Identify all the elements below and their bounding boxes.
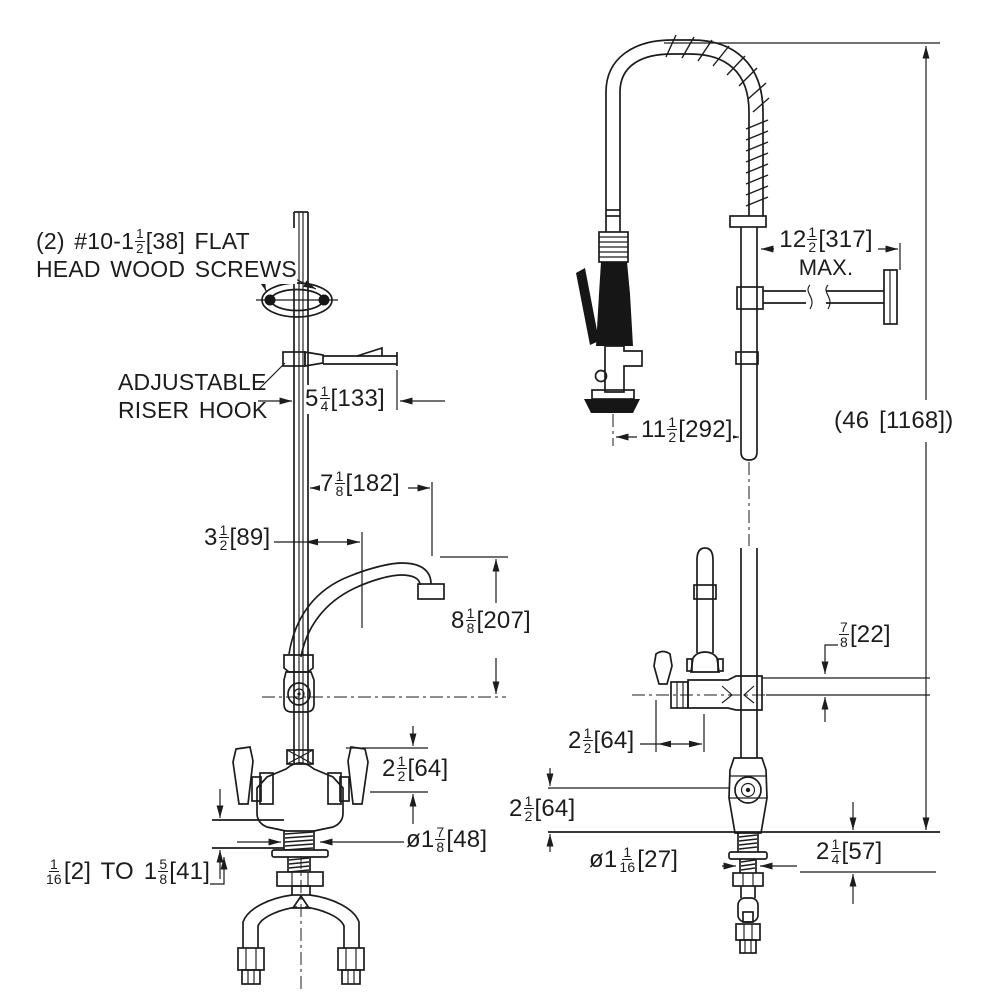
dim-spout-height-8-1-8 (440, 556, 508, 694)
addon-tee-body (687, 675, 763, 711)
left-lever-handle (232, 746, 254, 805)
right-lever-handle (347, 746, 369, 805)
shank-and-supply-left-view (237, 830, 365, 992)
dim-valve-height-2-1-2 (546, 768, 729, 852)
lever-pivot (594, 369, 608, 383)
addon-lever-handle (653, 650, 673, 685)
add-on-faucet (632, 547, 766, 711)
swivel-elbow-right-view (728, 757, 768, 834)
riser-clip (735, 351, 759, 365)
flexible-hose-arch (605, 39, 764, 232)
spray-squeeze-lever (576, 268, 599, 345)
dim-overall-height-46 (664, 42, 940, 830)
spray-grip (596, 262, 633, 346)
swing-spout (288, 562, 445, 658)
dim-handle-height-2-1-2 (346, 726, 428, 824)
hose-spring-coil (665, 34, 770, 228)
dim-nipple-gap-7-8 (762, 644, 930, 722)
dim-addon-offset-2-1-2 (640, 700, 705, 752)
faucet-body-left-view (232, 746, 369, 832)
shank-right-view (728, 833, 768, 954)
riser-upper-right-view (735, 227, 764, 758)
left-view-riser-pipe (293, 211, 309, 763)
wall-bracket (256, 282, 338, 318)
dim-overall-height-label: (46 [1168]) (834, 407, 954, 436)
spray-face (584, 399, 640, 413)
spout-base-valve (262, 654, 506, 713)
wall-bracket-arm (763, 269, 898, 325)
spring-collar (729, 215, 767, 228)
riser-bracket-clamp (736, 286, 764, 310)
spray-valve (576, 231, 643, 446)
counter-deck-left-view (210, 789, 284, 885)
swivel-inlet (737, 897, 759, 923)
adjustable-riser-hook (258, 346, 398, 390)
dim-spout-offset-3-1-2 (274, 532, 363, 628)
spray-valve-body (604, 345, 643, 393)
adjustable-riser-hook-label: ADJUSTABLE RISER HOOK (118, 369, 268, 425)
dim-shank-height-2-1-4 (800, 802, 936, 904)
dim-hook-arm-5-1-4 (252, 370, 445, 410)
